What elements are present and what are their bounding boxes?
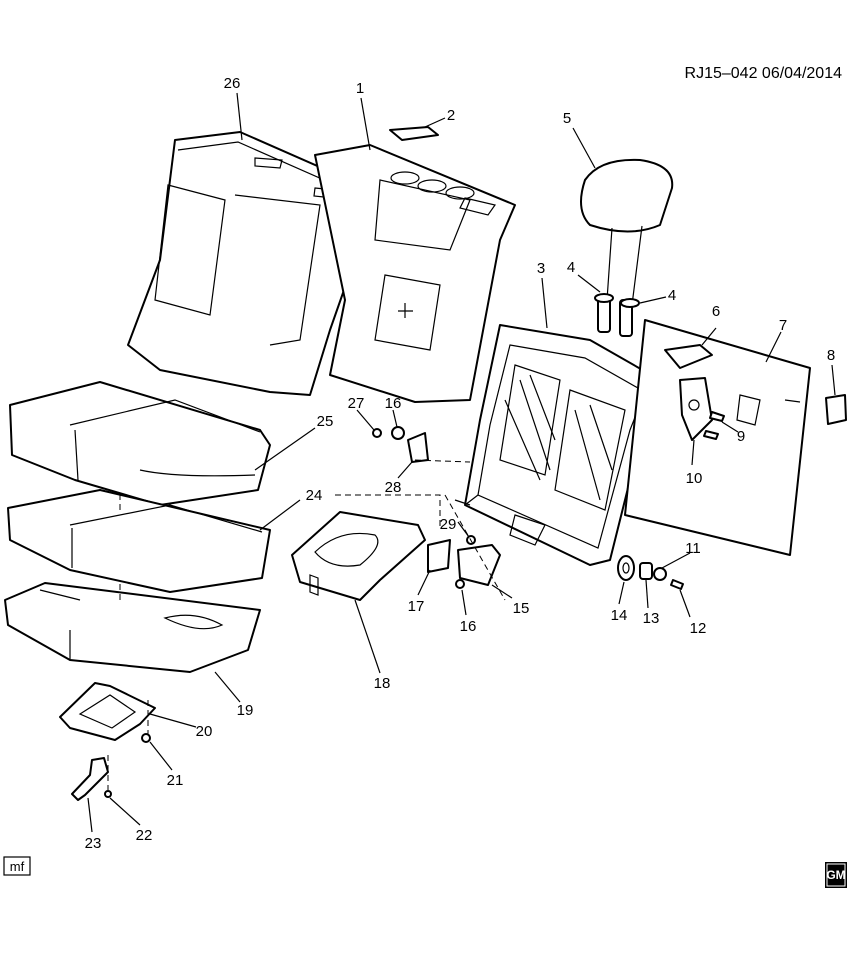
callout-10: 10 [686, 470, 703, 487]
headrest [580, 158, 674, 306]
callout-23: 23 [85, 835, 102, 852]
callout-7: 7 [779, 317, 787, 334]
callout-21: 21 [167, 772, 184, 789]
callout-5: 5 [563, 110, 571, 127]
mf-tag-text: mf [10, 859, 25, 874]
callout-11: 11 [685, 540, 701, 557]
armrest [291, 511, 426, 601]
callout-14: 14 [611, 607, 628, 624]
seat-cushion-cover [9, 381, 271, 506]
callout-3: 3 [537, 260, 545, 277]
gm-logo-text: GM [826, 868, 845, 882]
armrest-bracket-pieces [427, 535, 501, 586]
pivot-hardware [617, 555, 684, 590]
callout-13: 13 [643, 610, 660, 627]
headrest-guides [594, 293, 640, 337]
bolts-part-9 [703, 411, 725, 440]
callout-17: 17 [408, 598, 425, 615]
callout-20: 20 [196, 723, 213, 740]
seat-cushion-pad [7, 489, 271, 593]
callout-2: 2 [447, 107, 455, 124]
latch-assembly [664, 344, 713, 441]
reference-dashed-lines [107, 459, 506, 790]
callout-4a: 4 [567, 259, 575, 276]
callout-4b: 4 [668, 287, 676, 304]
callout-19: 19 [237, 702, 254, 719]
seat-back-cushion-center [314, 144, 516, 403]
seat-back-cover-left [127, 131, 373, 396]
seat-back-frame [454, 324, 661, 566]
callout-25: 25 [317, 413, 334, 430]
pad-part-2 [389, 126, 439, 141]
seat-hook [71, 757, 109, 801]
callout-16b: 16 [460, 618, 477, 635]
callout-15: 15 [513, 600, 530, 617]
clip-part-8 [825, 394, 847, 425]
seat-bracket [59, 682, 156, 741]
callout-24: 24 [306, 487, 323, 504]
gm-logo: GM [825, 862, 847, 888]
callout-27: 27 [348, 395, 365, 412]
fastener-21 [141, 733, 151, 743]
armrest-mount-hardware [372, 426, 465, 589]
fastener-22 [104, 790, 112, 798]
callout-9: 9 [737, 428, 745, 445]
callout-6: 6 [712, 303, 720, 320]
callout-12: 12 [690, 620, 707, 637]
callout-1: 1 [356, 80, 364, 97]
callout-22: 22 [136, 827, 153, 844]
callout-8: 8 [827, 347, 835, 364]
mf-tag: mf [3, 856, 31, 876]
callout-numbers: 26 1 2 5 3 4 4 6 7 8 9 10 11 12 13 14 15… [85, 75, 836, 852]
leader-lines [87, 92, 836, 833]
seat-cushion-frame [4, 582, 261, 673]
diagram-reference: RJ15–042 06/04/2014 [685, 65, 843, 82]
callout-16a: 16 [385, 395, 402, 412]
callout-28: 28 [385, 479, 402, 496]
callout-29: 29 [440, 516, 457, 533]
callout-26: 26 [224, 75, 241, 92]
callout-18: 18 [374, 675, 391, 692]
